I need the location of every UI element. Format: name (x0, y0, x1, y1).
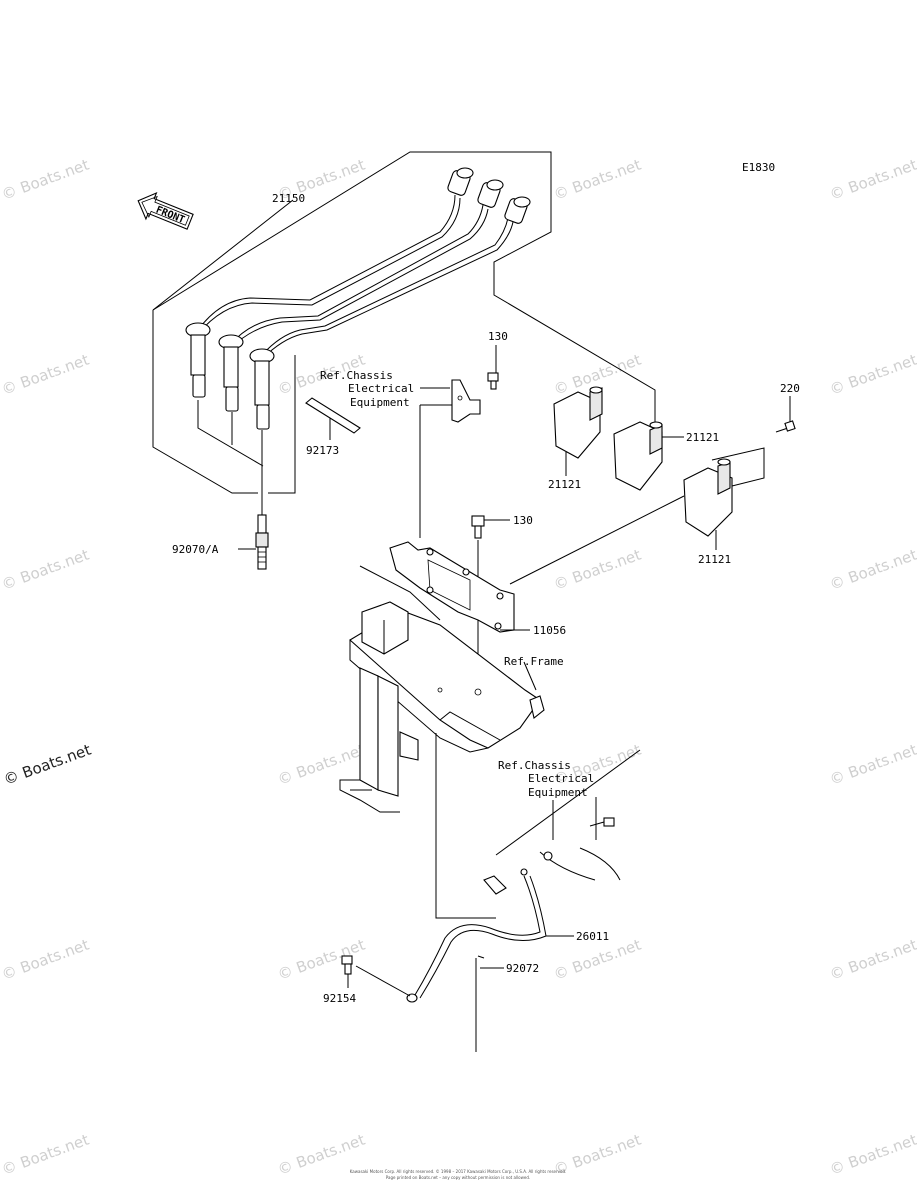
ref-chassis-top-line1: Ref.Chassis (320, 369, 393, 382)
ref-chassis-bottom-line3: Equipment (528, 786, 588, 799)
part-label-21121-b: 21121 (686, 431, 719, 444)
part-label-92070: 92070/A (172, 543, 219, 556)
plug-leads (185, 167, 531, 467)
coil-bracket (389, 541, 530, 633)
ignition-coil-3 (683, 458, 733, 550)
watermark: © Boats.net (0, 1131, 91, 1179)
ignition-coil-2 (613, 421, 684, 491)
footer-line1: Kawasaki Motors Corp. All rights reserve… (350, 1169, 567, 1174)
part-label-130-mid: 130 (513, 514, 533, 527)
ref-chassis-bottom-line2: Electrical (528, 772, 594, 785)
ground-cable-clamps (483, 817, 621, 895)
watermark: © Boats.net (0, 546, 91, 594)
part-label-11056: 11056 (533, 624, 566, 637)
watermark: © Boats.net (275, 741, 367, 789)
watermark: © Boats.net (827, 351, 917, 399)
watermark: © Boats.net (827, 1131, 917, 1179)
coil-bracket-small (419, 379, 481, 538)
diagram-code: E1830 (742, 161, 775, 174)
part-label-21121-c: 21121 (698, 553, 731, 566)
watermark: © Boats.net (551, 156, 643, 204)
part-label-92154: 92154 (323, 992, 356, 1005)
watermark: © Boats.net (827, 156, 917, 204)
part-label-21121-a: 21121 (548, 478, 581, 491)
part-label-92072: 92072 (506, 962, 539, 975)
part-label-21150: 21150 (272, 192, 305, 205)
ref-frame: Ref.Frame (504, 655, 564, 668)
plug-lead-set-outline (152, 151, 656, 494)
watermark: © Boats.net (827, 936, 917, 984)
part-label-220: 220 (780, 382, 800, 395)
ref-chassis-bottom-line1: Ref.Chassis (498, 759, 571, 772)
watermark: © Boats.net (551, 546, 643, 594)
spark-plug (238, 466, 269, 570)
plug-cap-2 (477, 179, 504, 208)
ground-cable (406, 875, 574, 1003)
part-label-130-top: 130 (488, 330, 508, 343)
plug-cap-1 (447, 167, 474, 196)
frame (339, 601, 545, 813)
ref-chassis-top-line2: Electrical (348, 382, 414, 395)
watermark: © Boats.net (0, 351, 91, 399)
cable-tie (475, 955, 504, 1052)
ref-chassis-top-line3: Equipment (350, 396, 410, 409)
watermark: © Boats.net (0, 156, 91, 204)
plug-boot-3 (249, 348, 275, 430)
watermark: © Boats.net (275, 936, 367, 984)
part-label-92173: 92173 (306, 444, 339, 457)
plug-cap-3 (504, 196, 531, 224)
plug-boot-1 (185, 322, 211, 398)
clamp-strap (305, 397, 361, 440)
watermark: © Boats.net (827, 546, 917, 594)
bolt-92154 (341, 955, 411, 997)
bolt-130-top (487, 345, 499, 390)
footer-line2: Page printed on Boats.net – any copy wit… (386, 1175, 530, 1180)
watermark: © Boats.net (827, 741, 917, 789)
bolt-220 (775, 396, 796, 433)
ignition-coil-1 (553, 386, 603, 476)
watermark: © Boats.net (0, 936, 91, 984)
front-arrow-icon: FRONT (137, 192, 194, 230)
watermark: © Boats.net (1, 741, 93, 789)
part-label-26011: 26011 (576, 930, 609, 943)
plug-boot-2 (218, 334, 244, 412)
